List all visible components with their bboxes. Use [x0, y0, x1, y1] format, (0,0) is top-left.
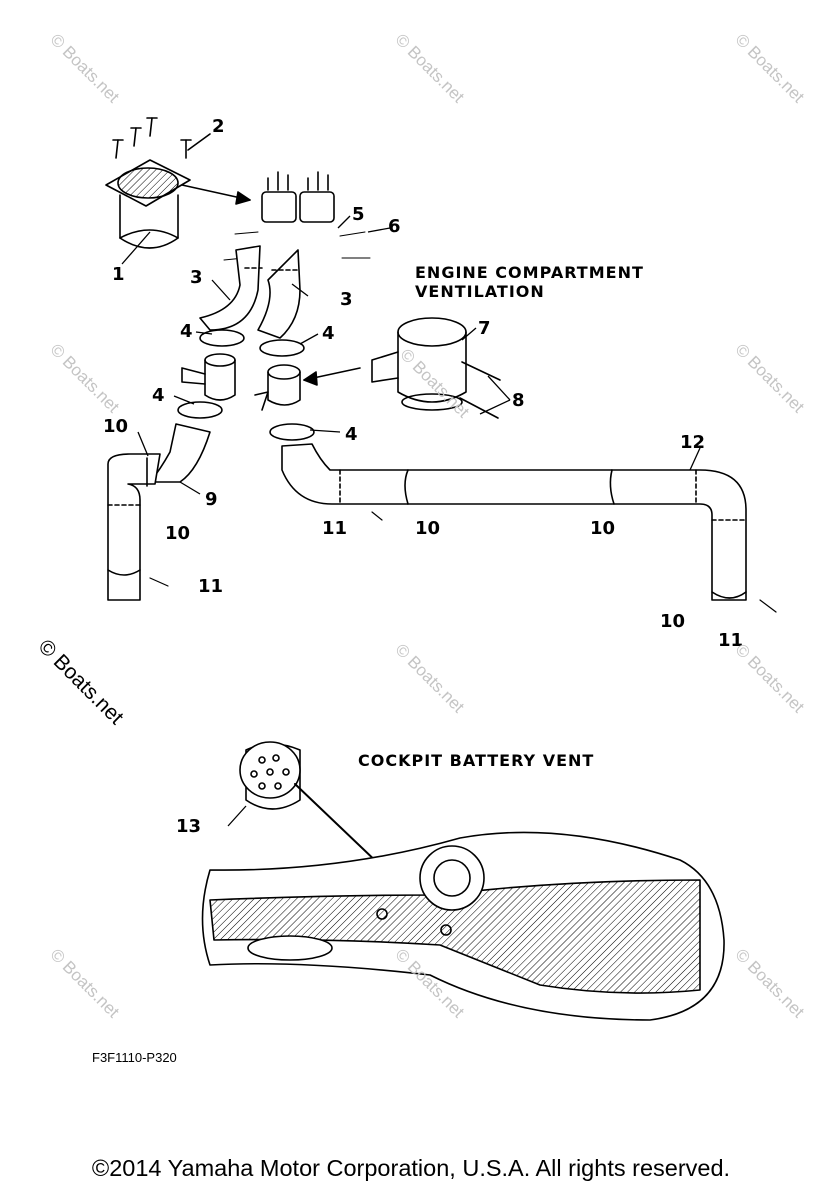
battery-vent-cap-part-13 — [239, 741, 301, 810]
title-line-2: VENTILATION — [415, 282, 545, 301]
callout-2: 2 — [212, 116, 225, 137]
callout-6: 6 — [388, 216, 401, 237]
blower-part-7 — [371, 317, 501, 419]
callout-5: 5 — [352, 204, 365, 225]
cockpit-vent-title: COCKPIT BATTERY VENT — [358, 751, 595, 770]
callout-1: 1 — [112, 264, 125, 285]
blower-left — [181, 353, 236, 401]
screws-part-2 — [112, 117, 211, 159]
cockpit-deck — [201, 831, 725, 1021]
copyright-notice: ©2014 Yamaha Motor Corporation, U.S.A. A… — [91, 1155, 731, 1181]
callout-4: 4 — [152, 385, 165, 406]
callout-9: 9 — [205, 489, 218, 510]
callout-7: 7 — [478, 318, 491, 339]
callout-4: 4 — [345, 424, 358, 445]
callout-3: 3 — [340, 289, 353, 310]
callout-11: 11 — [322, 518, 348, 539]
duct-elbows-part-3 — [199, 245, 301, 339]
blower-center — [254, 364, 301, 411]
o-rings-part-4 — [177, 329, 315, 441]
twin-connectors — [261, 171, 335, 223]
callout-11: 11 — [198, 576, 224, 597]
callout-10: 10 — [660, 611, 686, 632]
callout-10: 10 — [590, 518, 616, 539]
callout-10: 10 — [103, 416, 129, 437]
callout-4: 4 — [322, 323, 335, 344]
callout-10: 10 — [165, 523, 191, 544]
screws-part-11 — [149, 511, 777, 613]
engine-ventilation-title: ENGINE COMPARTMENT VENTILATION — [415, 263, 644, 301]
title-line-1: ENGINE COMPARTMENT — [415, 263, 644, 282]
callout-11: 11 — [718, 630, 744, 651]
vent-cover-part-1 — [105, 159, 191, 249]
callout-13: 13 — [176, 816, 202, 837]
callout-12: 12 — [680, 432, 706, 453]
callout-10: 10 — [415, 518, 441, 539]
callout-3: 3 — [190, 267, 203, 288]
hose-part-12 — [281, 443, 747, 601]
callout-4: 4 — [180, 321, 193, 342]
leader-lines — [121, 215, 701, 827]
figure-code: F3F1110-P320 — [92, 1050, 177, 1065]
callout-8: 8 — [512, 390, 525, 411]
hose-part-9 — [107, 423, 211, 601]
